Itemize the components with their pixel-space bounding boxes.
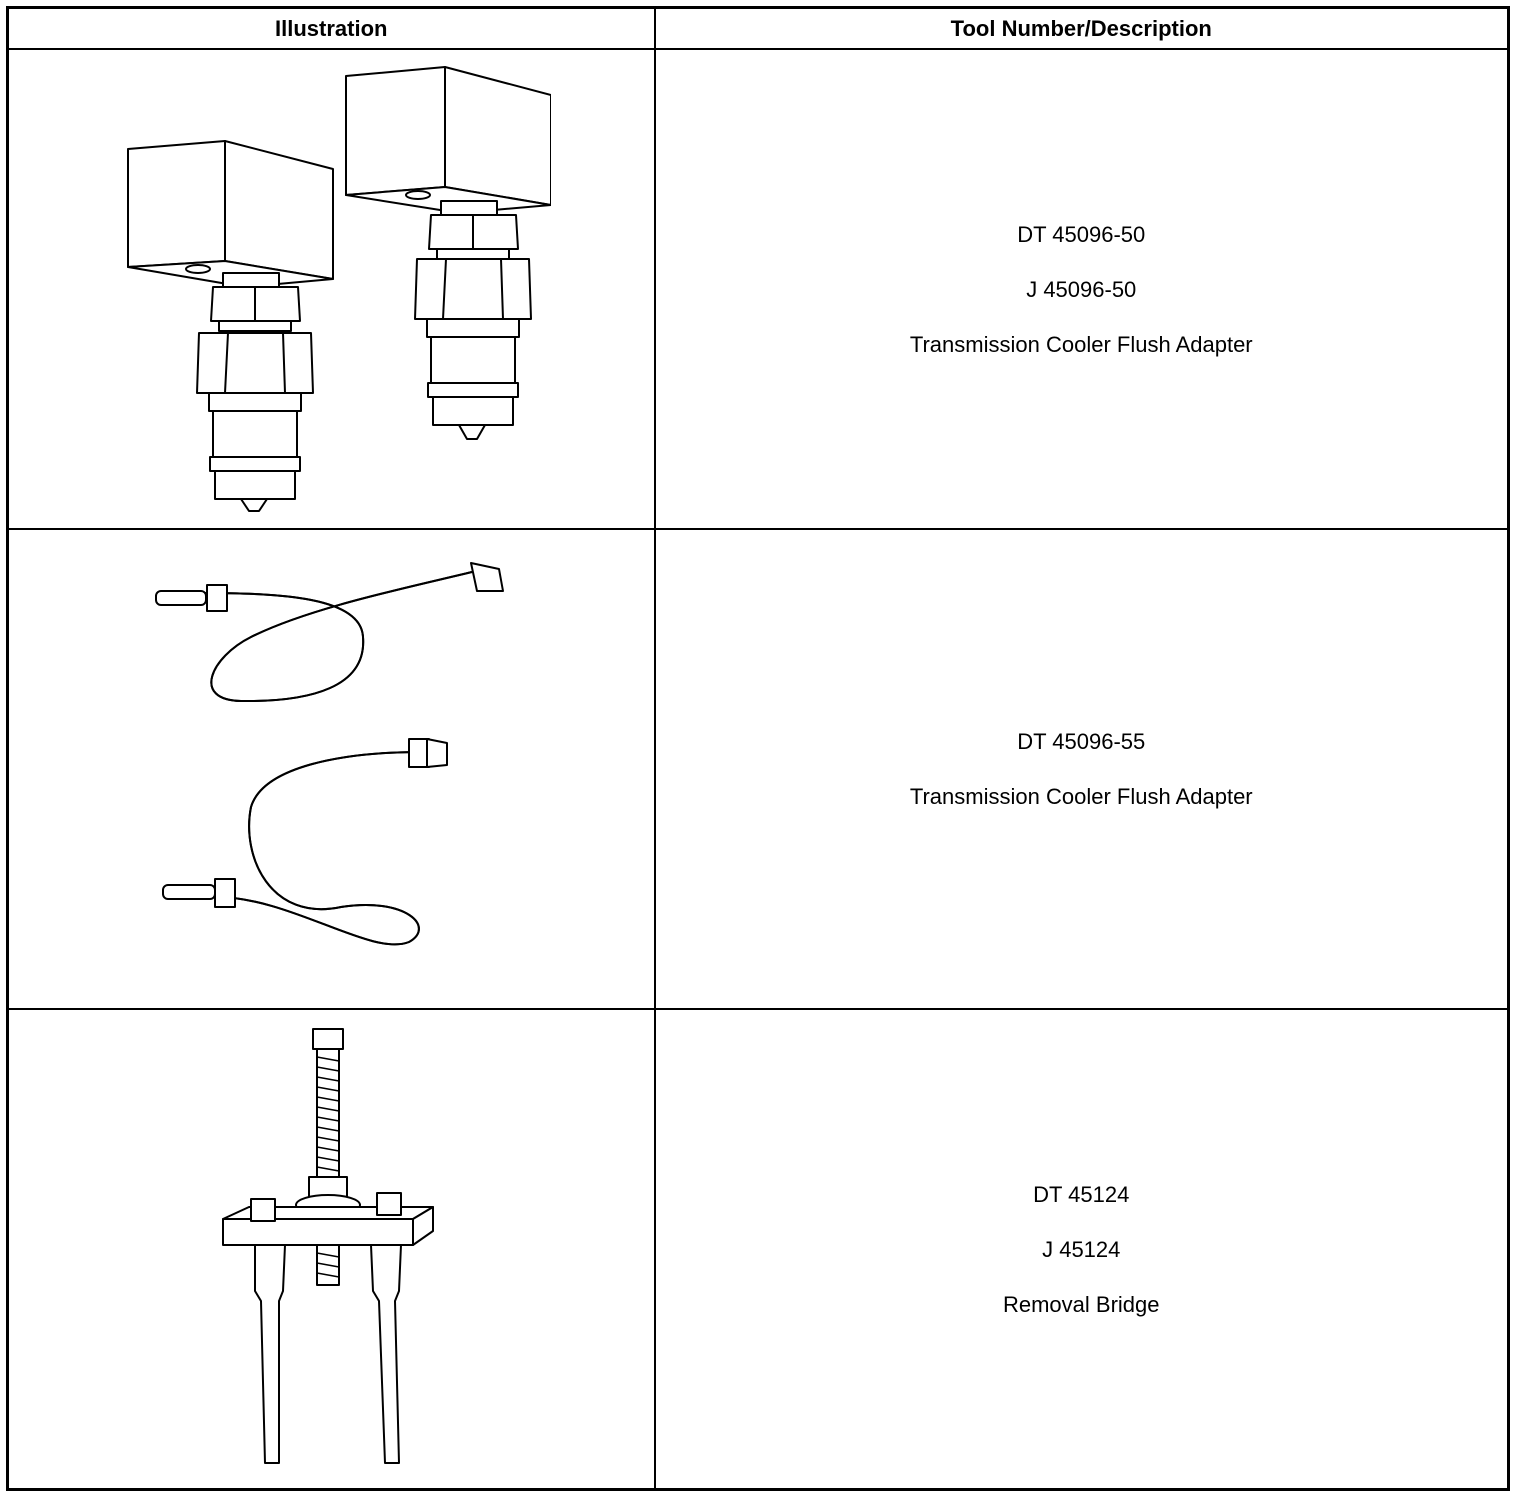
- header-tool-number-description: Tool Number/Description: [653, 6, 1510, 50]
- cooler-flush-adapter-fittings-icon: [127, 66, 552, 512]
- tool-description: Removal Bridge: [1002, 1291, 1160, 1317]
- illustration-cell: [6, 1008, 656, 1491]
- tool-description-cell: DT 45096-55 Transmission Cooler Flush Ad…: [653, 528, 1510, 1010]
- cooler-flush-adapter-hoses-icon: [155, 562, 505, 946]
- tool-description-cell: DT 45124 J 45124 Removal Bridge: [653, 1008, 1510, 1491]
- table-row: DT 45124 J 45124 Removal Bridge: [6, 1008, 1510, 1491]
- table-header-row: Illustration Tool Number/Description: [6, 6, 1510, 50]
- table-row: DT 45096-50 J 45096-50 Transmission Cool…: [6, 48, 1510, 530]
- removal-bridge-icon: [222, 1028, 435, 1464]
- tool-description-cell: DT 45096-50 J 45096-50 Transmission Cool…: [653, 48, 1510, 530]
- illustration-cell: [6, 528, 656, 1010]
- tool-description: Transmission Cooler Flush Adapter: [909, 331, 1253, 357]
- tool-number-dt: DT 45096-50: [1017, 221, 1146, 247]
- tool-number-dt: DT 45124: [1033, 1181, 1130, 1207]
- tool-description: Transmission Cooler Flush Adapter: [909, 784, 1253, 809]
- table-row: DT 45096-55 Transmission Cooler Flush Ad…: [6, 528, 1510, 1010]
- illustration-cell: [6, 48, 656, 530]
- special-tools-table: Illustration Tool Number/Description: [6, 6, 1510, 1491]
- tool-number-j: J 45096-50: [1026, 276, 1137, 302]
- header-illustration: Illustration: [6, 6, 656, 50]
- tool-number-dt: DT 45096-55: [1017, 729, 1146, 754]
- tool-number-j: J 45124: [1042, 1236, 1121, 1262]
